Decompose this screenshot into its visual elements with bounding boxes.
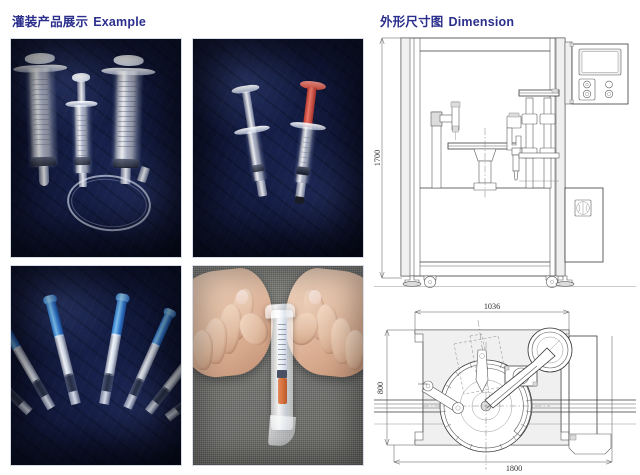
dimension-label-800: 800: [376, 382, 385, 394]
photo-hands-blister-pack: [192, 265, 364, 466]
nozzle-body: [512, 154, 520, 172]
section-title-example-en: Example: [93, 15, 147, 29]
dimension-1800: 1800: [393, 336, 613, 472]
dimension-1700: 1700: [374, 37, 402, 279]
syringe-stopper: [277, 370, 287, 378]
dimension-drawings: 1700: [374, 30, 636, 472]
filling-head-bracket: [506, 127, 522, 151]
dimension-800: 800: [376, 329, 414, 446]
table-base: [473, 182, 497, 191]
section-title-dimension: 外形尺寸图 Dimension: [380, 11, 514, 30]
caster-wheel-left: [424, 276, 436, 288]
side-cabinet: [568, 335, 612, 455]
casters-and-feet: [374, 275, 636, 288]
lower-cross-beam: [518, 152, 560, 159]
feed-bowl: [484, 327, 573, 409]
section-title-example-cn: 灌装产品展示: [12, 15, 89, 29]
section-title-dimension-cn: 外形尺寸图: [380, 15, 444, 29]
hopper-outline-hidden: [453, 319, 509, 401]
dimension-1036: 1036: [414, 302, 570, 332]
drawing-front-elevation: 1700: [374, 37, 636, 288]
syringe-needle-cap-orange: [278, 378, 287, 404]
photo-vignette: [11, 39, 181, 257]
cylinder-collar-2: [539, 113, 556, 125]
caster-wheel-right: [546, 276, 558, 288]
photo-vignette: [11, 266, 181, 465]
syringe-barrel-in-pack: [277, 318, 287, 374]
control-panel: [564, 41, 629, 105]
cylinder-rod-right: [543, 97, 552, 189]
cylinder-collar-1: [521, 113, 538, 125]
feed-chute: [484, 347, 556, 409]
dimension-label-1800: 1800: [506, 464, 522, 472]
cylinder-rod-left: [525, 97, 534, 189]
filling-nozzle-tip: [513, 170, 519, 181]
velvet-backdrop: [11, 266, 181, 465]
velvet-backdrop: [193, 39, 363, 257]
example-photo-grid: [10, 38, 366, 468]
photo-blue-syringe-fan: [10, 265, 182, 466]
control-button-2: [582, 89, 592, 99]
syringe-graduations: [278, 324, 286, 368]
dimension-label-1036: 1036: [484, 302, 500, 311]
control-button-3: [605, 80, 613, 89]
filling-head-motor: [506, 115, 522, 129]
section-title-dimension-en: Dimension: [448, 15, 515, 29]
section-title-example: 灌装产品展示 Example: [12, 11, 146, 30]
drawing-top-plan-view: 1036 800 1800: [374, 302, 636, 472]
lower-cabinet: [564, 187, 604, 263]
photo-two-prefilled-syringes: [192, 38, 364, 258]
dimension-label-1700: 1700: [374, 150, 382, 166]
operator-panel-arm: [568, 433, 612, 455]
internal-machinery: [430, 88, 560, 198]
transfer-arm: [418, 380, 464, 414]
control-button-4: [604, 89, 614, 99]
photo-vignette: [193, 39, 363, 257]
control-button-1: [583, 80, 591, 89]
photo-three-syringes: [10, 38, 182, 258]
photo-vignette: [193, 266, 363, 465]
